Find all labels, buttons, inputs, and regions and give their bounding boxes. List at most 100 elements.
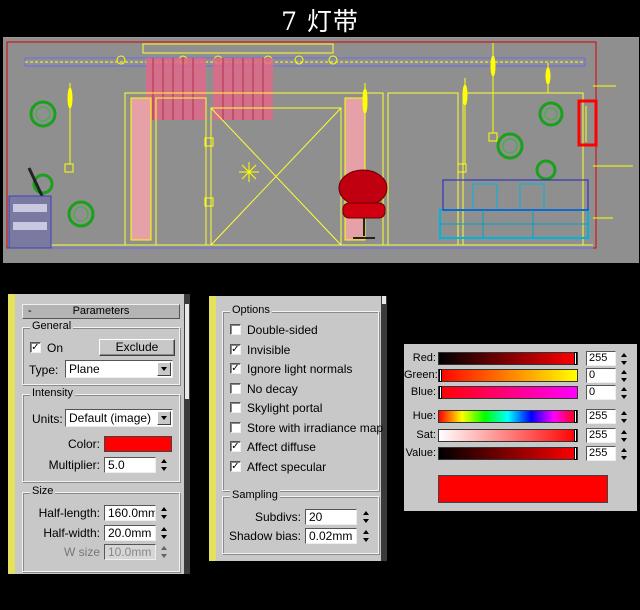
half-length-input[interactable]: 160.0mm: [104, 505, 156, 521]
blue-label: Blue:: [410, 386, 436, 398]
sat-value-input[interactable]: 255: [586, 428, 616, 443]
exclude-button[interactable]: Exclude: [99, 339, 175, 356]
skylight-portal-label: Skylight portal: [247, 401, 323, 415]
hue-value-input[interactable]: 255: [586, 409, 616, 424]
green-value-input[interactable]: 0: [586, 368, 616, 383]
scrollbar-thumb[interactable]: [382, 296, 386, 304]
color-preview: [438, 475, 608, 503]
half-width-input[interactable]: 20.0mm: [104, 525, 156, 541]
red-spinner[interactable]: [619, 351, 629, 367]
value-slider-handle[interactable]: [574, 447, 577, 460]
affect-diffuse-label: Affect diffuse: [247, 440, 316, 454]
value-value-input[interactable]: 255: [586, 446, 616, 461]
red-slider[interactable]: [438, 352, 578, 365]
double-sided-label: Double-sided: [247, 323, 318, 337]
blue-slider[interactable]: [438, 386, 578, 399]
sat-slider[interactable]: [438, 429, 578, 442]
skylight-portal-checkbox[interactable]: [230, 402, 241, 413]
viewport[interactable]: [3, 37, 639, 263]
half-width-spinner[interactable]: [159, 525, 169, 541]
multiplier-label: Multiplier:: [48, 458, 100, 472]
sampling-group-title: Sampling: [230, 489, 280, 501]
on-checkbox[interactable]: ✓: [30, 342, 41, 353]
parameters-panel: - Parameters General ✓ On Exclude Type: …: [8, 294, 190, 574]
green-slider-handle[interactable]: [439, 369, 442, 382]
page-title: 7 灯带: [281, 7, 359, 36]
affect-diffuse-checkbox[interactable]: ✓: [230, 441, 241, 452]
multiplier-input[interactable]: 5.0: [104, 457, 156, 473]
half-length-spinner[interactable]: [159, 505, 169, 521]
units-label: Units:: [32, 412, 63, 426]
red-slider-handle[interactable]: [574, 352, 577, 365]
subdivs-input[interactable]: 20: [305, 509, 357, 525]
sat-label: Sat:: [416, 429, 436, 441]
panel-accent-strip: [8, 294, 15, 574]
panel-scrollbar[interactable]: [381, 296, 387, 561]
intensity-group-title: Intensity: [30, 387, 75, 399]
hue-spinner[interactable]: [619, 409, 629, 425]
no-decay-checkbox[interactable]: [230, 382, 241, 394]
green-spinner[interactable]: [619, 368, 629, 384]
parameters-rollout-header[interactable]: - Parameters: [22, 304, 180, 319]
options-group: Options: [222, 304, 379, 491]
general-group-title: General: [30, 320, 74, 332]
subdivs-label: Subdivs:: [254, 510, 301, 524]
type-value: Plane: [69, 362, 100, 376]
collapse-icon: -: [28, 305, 32, 317]
subdivs-spinner[interactable]: [361, 509, 371, 525]
shadow-bias-spinner[interactable]: [361, 528, 371, 544]
hue-label: Hue:: [412, 410, 436, 422]
scrollbar-thumb[interactable]: [185, 304, 189, 399]
ignore-light-normals-label: Ignore light normals: [247, 362, 353, 376]
blue-spinner[interactable]: [619, 385, 629, 401]
blue-slider-handle[interactable]: [439, 386, 442, 399]
value-label: Value:: [405, 447, 436, 459]
red-label: Red:: [412, 352, 436, 364]
value-spinner[interactable]: [619, 446, 629, 462]
light-color-swatch[interactable]: [104, 436, 172, 452]
value-slider[interactable]: [438, 447, 578, 460]
w-size-spinner: [159, 544, 169, 560]
type-label: Type:: [29, 363, 59, 377]
chevron-down-icon: [157, 411, 171, 425]
general-group: General: [22, 320, 180, 385]
shadow-bias-input[interactable]: 0.02mm: [305, 528, 357, 544]
no-decay-label: No decay: [247, 381, 298, 396]
sat-spinner[interactable]: [619, 428, 629, 444]
options-panel: Options Double-sided✓Invisible✓Ignore li…: [209, 296, 387, 561]
options-group-title: Options: [230, 304, 272, 316]
units-value: Default (image): [69, 411, 152, 425]
invisible-checkbox[interactable]: ✓: [230, 343, 241, 355]
color-label: Color:: [67, 437, 100, 451]
type-dropdown[interactable]: Plane: [65, 360, 173, 378]
half-length-label: Half-length:: [38, 506, 100, 520]
half-width-label: Half-width:: [43, 526, 100, 540]
green-label: Green:: [404, 369, 438, 381]
multiplier-spinner[interactable]: [159, 457, 169, 473]
intensity-group: Intensity: [22, 387, 180, 482]
sampling-group: Sampling: [222, 489, 379, 554]
hue-slider-handle[interactable]: [574, 410, 577, 423]
double-sided-checkbox[interactable]: [230, 324, 241, 335]
red-value-input[interactable]: 255: [586, 351, 616, 366]
on-label: On: [47, 341, 64, 355]
affect-specular-checkbox[interactable]: ✓: [230, 460, 241, 472]
panel-scrollbar[interactable]: [184, 294, 190, 574]
affect-specular-label: Affect specular: [247, 459, 327, 474]
sat-slider-handle[interactable]: [574, 429, 577, 442]
size-group: Size: [22, 485, 180, 572]
hue-slider[interactable]: [438, 410, 578, 423]
rollout-title: Parameters: [72, 305, 130, 317]
green-slider[interactable]: [438, 369, 578, 382]
panel-accent-strip: [209, 296, 216, 561]
store-with-irradiance-map-label: Store with irradiance map: [247, 420, 384, 435]
chevron-down-icon: [157, 362, 171, 376]
store-with-irradiance-map-checkbox[interactable]: [230, 421, 241, 433]
ignore-light-normals-checkbox[interactable]: ✓: [230, 363, 241, 374]
units-dropdown[interactable]: Default (image): [65, 409, 173, 427]
shadow-bias-label: Shadow bias:: [228, 529, 301, 543]
blue-value-input[interactable]: 0: [586, 385, 616, 400]
w-size-label: W size: [64, 545, 100, 559]
w-size-input: 10.0mm: [104, 544, 156, 560]
